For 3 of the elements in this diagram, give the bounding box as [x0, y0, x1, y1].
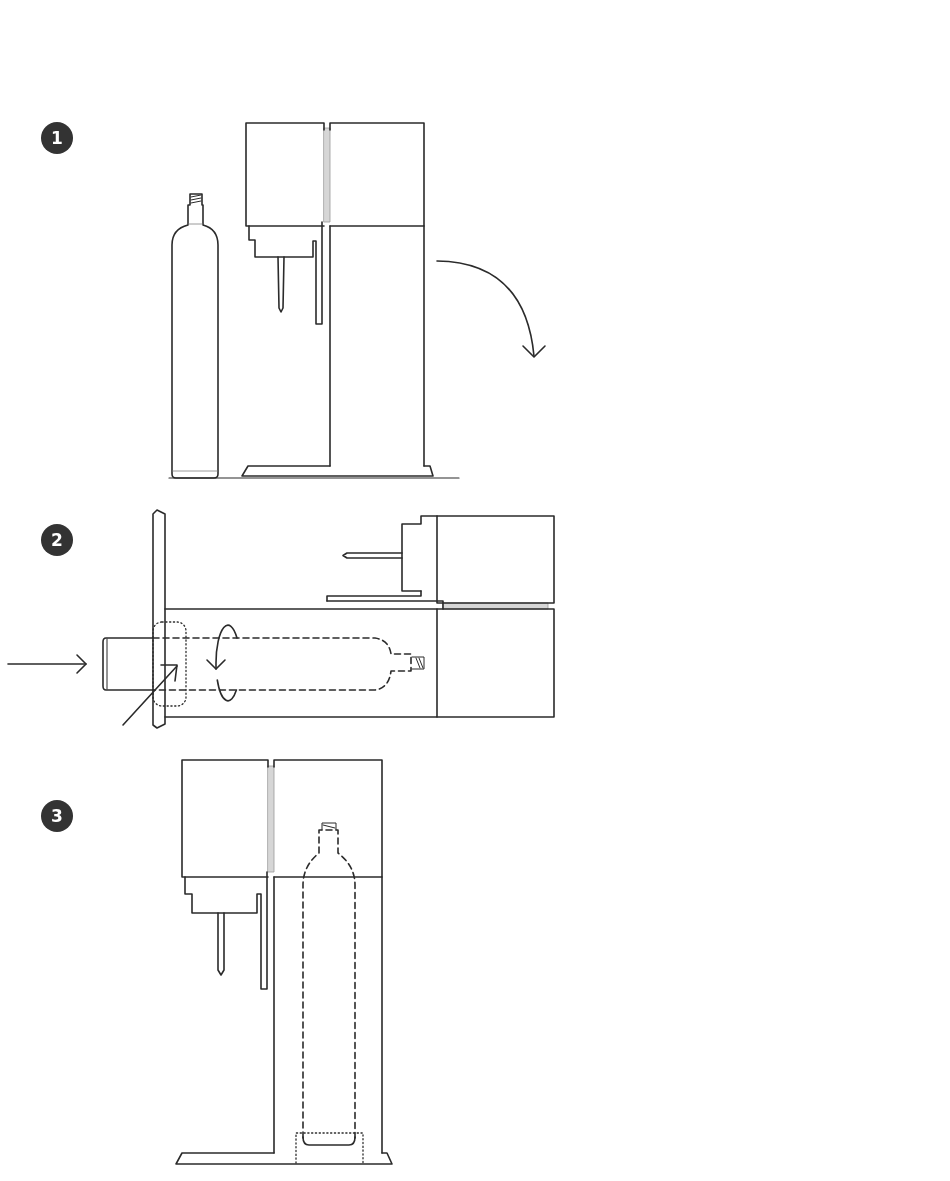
step-number: 3	[41, 800, 73, 832]
step-number: 2	[41, 524, 73, 556]
step-number: 1	[41, 122, 73, 154]
